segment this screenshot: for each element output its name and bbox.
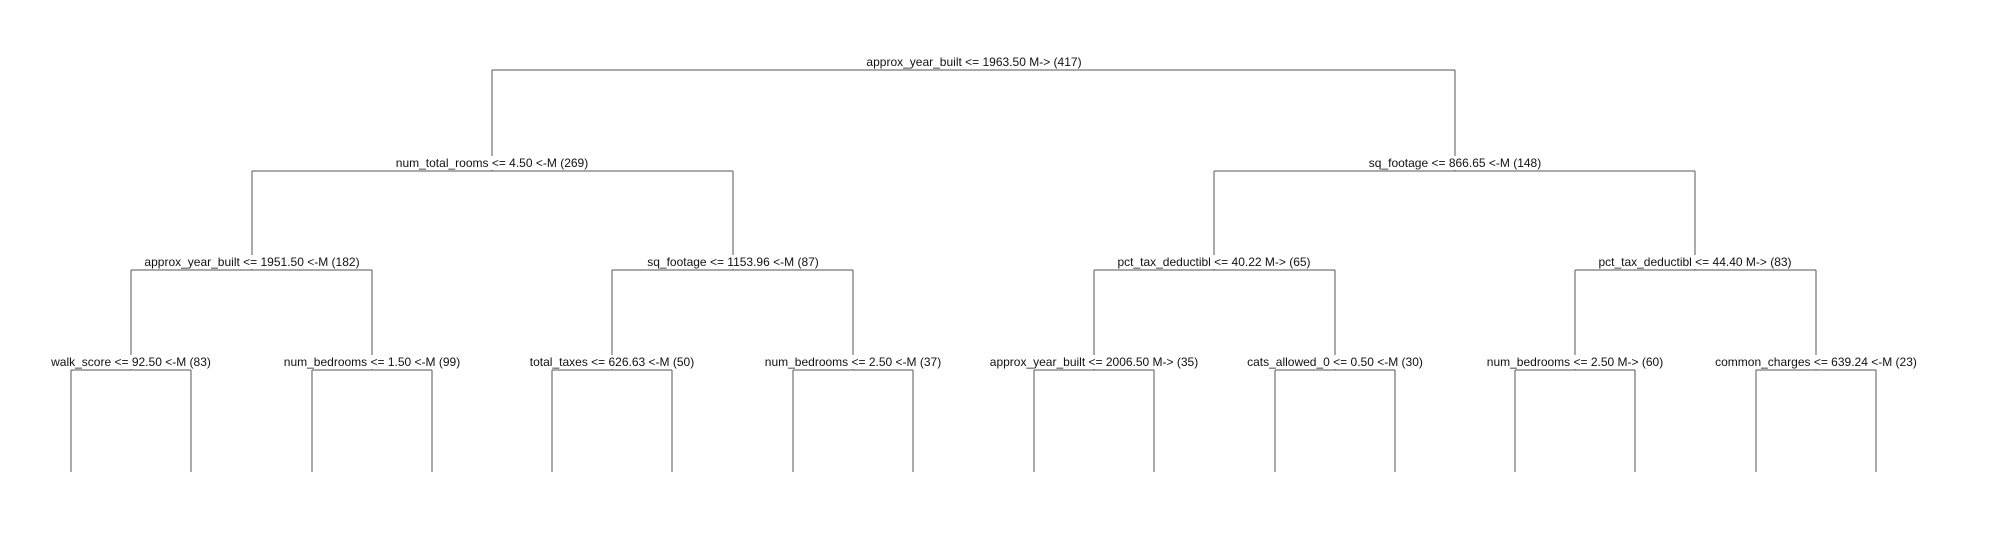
node-label-bg-rrr	[1714, 355, 1918, 369]
node-label-l: num_total_rooms <= 4.50 <-M (269)	[396, 156, 588, 170]
tree-edges	[70, 69, 1877, 472]
node-label-llr: num_bedrooms <= 1.50 <-M (99)	[284, 355, 460, 369]
node-label-bg-lrl	[528, 355, 696, 369]
node-label-ll: approx_year_built <= 1951.50 <-M (182)	[144, 255, 359, 269]
node-label-rl: pct_tax_deductibl <= 40.22 M-> (65)	[1117, 255, 1310, 269]
node-label-rlr: cats_allowed_0 <= 0.50 <-M (30)	[1247, 355, 1423, 369]
node-label-r: sq_footage <= 866.65 <-M (148)	[1369, 156, 1541, 170]
node-label-lrr: num_bedrooms <= 2.50 <-M (37)	[765, 355, 941, 369]
node-label-bg-rll	[988, 355, 1200, 369]
node-label-rrr: common_charges <= 639.24 <-M (23)	[1715, 355, 1917, 369]
node-label-bg-rlr	[1246, 355, 1424, 369]
tree-node-labels: approx_year_built <= 1963.50 M-> (417) nu…	[49, 55, 1918, 369]
node-label-bg-rrl	[1485, 355, 1665, 369]
node-label-bg-r	[1367, 156, 1543, 170]
node-label-rrl: num_bedrooms <= 2.50 M-> (60)	[1487, 355, 1663, 369]
node-label-root: approx_year_built <= 1963.50 M-> (417)	[866, 55, 1081, 69]
node-label-rr: pct_tax_deductibl <= 44.40 M-> (83)	[1598, 255, 1791, 269]
node-label-bg-lrr	[763, 355, 943, 369]
node-label-lll: walk_score <= 92.50 <-M (83)	[50, 355, 211, 369]
node-label-rll: approx_year_built <= 2006.50 M-> (35)	[990, 355, 1198, 369]
node-label-bg-lr	[646, 255, 820, 269]
node-label-bg-root	[865, 55, 1083, 69]
node-label-bg-l	[394, 156, 590, 170]
node-label-bg-rl	[1116, 255, 1312, 269]
node-label-bg-rr	[1597, 255, 1793, 269]
node-label-bg-ll	[143, 255, 361, 269]
node-label-bg-llr	[282, 355, 462, 369]
node-label-lr: sq_footage <= 1153.96 <-M (87)	[647, 255, 819, 269]
node-label-bg-lll	[49, 355, 212, 369]
node-label-lrl: total_taxes <= 626.63 <-M (50)	[530, 355, 694, 369]
